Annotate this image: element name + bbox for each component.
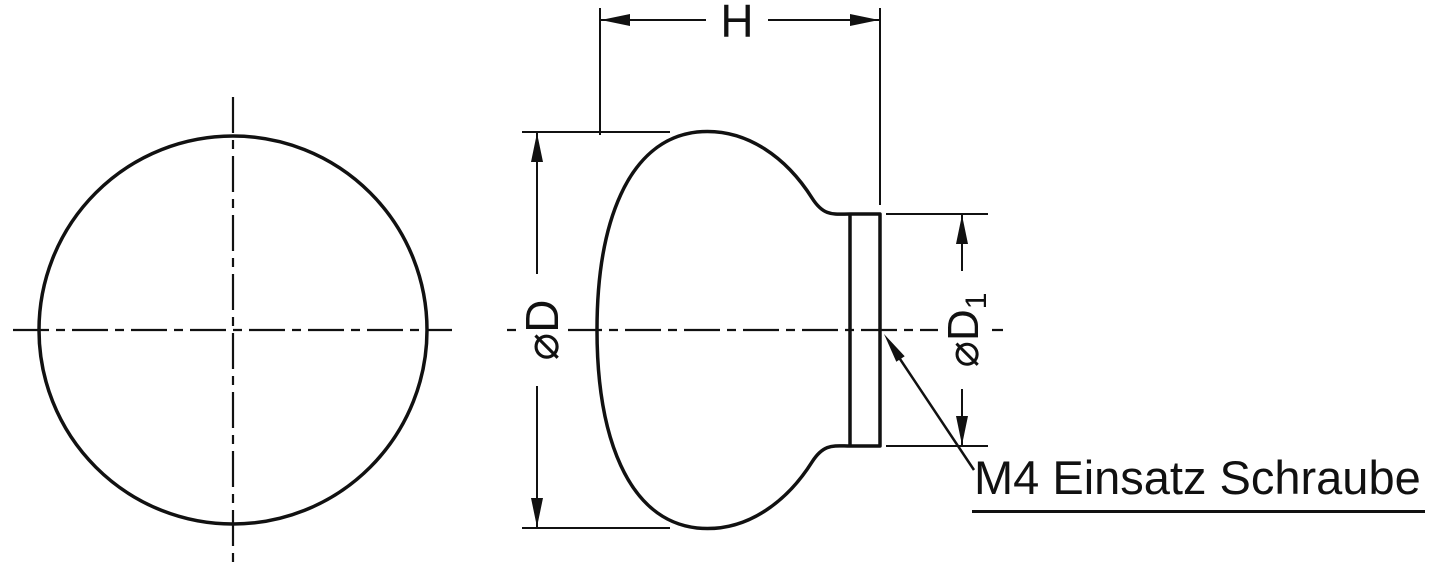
front-view — [13, 97, 452, 563]
phi-d1-arrow-bottom-icon — [956, 416, 968, 445]
phi-d-arrow-bottom-icon — [531, 498, 543, 527]
h-arrow-left-icon — [601, 14, 630, 26]
leader-arrow-icon — [884, 334, 905, 362]
side-view — [507, 129, 1003, 531]
leader-m4 — [884, 334, 976, 471]
phi-d1-subscript-text: 1 — [960, 292, 993, 310]
phi-d1-main-text: ⌀D — [939, 309, 988, 368]
leader-line — [896, 355, 976, 471]
leader-note-text: M4 Einsatz Schraube — [972, 452, 1425, 513]
dimension-label-h: H — [706, 0, 768, 46]
phi-d-arrow-top-icon — [531, 133, 543, 162]
h-arrow-right-icon — [850, 14, 879, 26]
dimension-label-phi-d1: ⌀D1 — [938, 271, 993, 389]
dimension-label-phi-d: ⌀D — [516, 274, 568, 386]
phi-d1-arrow-top-icon — [956, 215, 968, 244]
